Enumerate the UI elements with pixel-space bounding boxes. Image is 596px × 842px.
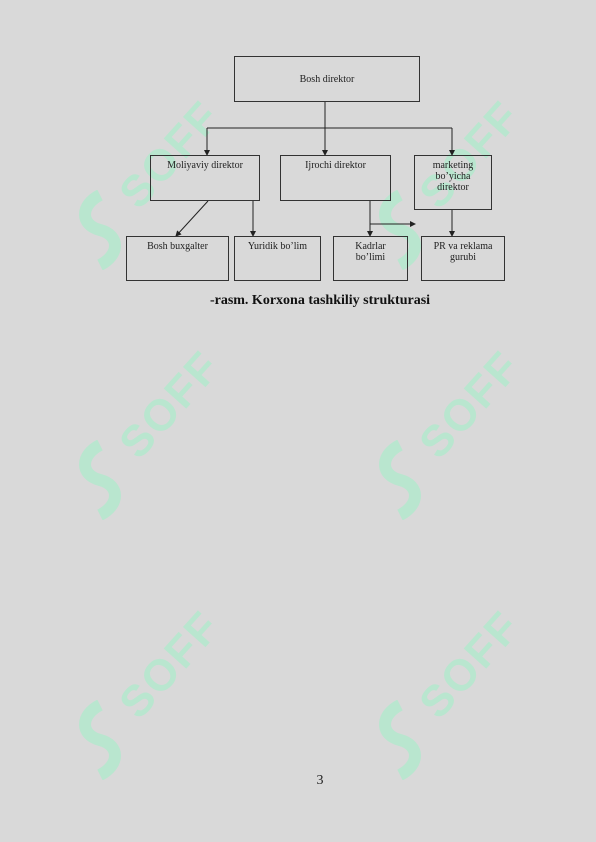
watermark-symbol-icon xyxy=(79,440,121,520)
box-bosh-buxgalter: Bosh buxgalter xyxy=(126,236,229,281)
watermark-logo: SOFF xyxy=(70,602,250,810)
box-label: Bosh buxgalter xyxy=(147,241,208,252)
box-label: Moliyaviy direktor xyxy=(167,160,243,171)
box-ijrochi-direktor: Ijrochi direktor xyxy=(280,155,391,201)
figure-caption: -rasm. Korxona tashkiliy strukturasi xyxy=(209,293,431,308)
box-pr-reklama: PR va reklama gurubi xyxy=(421,236,505,281)
box-label: PR va reklama gurubi xyxy=(433,241,493,263)
watermark-symbol-icon xyxy=(379,440,421,520)
box-label: Ijrochi direktor xyxy=(305,160,366,171)
box-marketing-direktor: marketing bo’yicha direktor xyxy=(414,155,492,210)
watermark-logo: SOFF xyxy=(70,342,250,550)
box-moliyaviy-direktor: Moliyaviy direktor xyxy=(150,155,260,201)
watermark-logo: SOFF xyxy=(370,342,550,550)
watermark-symbol-icon xyxy=(379,190,421,270)
watermark-logo: SOFF xyxy=(370,602,550,810)
watermark-symbol-icon xyxy=(379,700,421,780)
watermark-symbol-icon xyxy=(79,700,121,780)
box-label: Kadrlar bo’limi xyxy=(355,241,386,263)
box-bosh-direktor: Bosh direktor xyxy=(234,56,420,102)
box-kadrlar-bolimi: Kadrlar bo’limi xyxy=(333,236,408,281)
watermark-logo: SOFF xyxy=(70,92,250,300)
connector-arrow xyxy=(175,200,209,237)
box-yuridik-bolim: Yuridik bo’lim xyxy=(234,236,321,281)
watermark-symbol-icon xyxy=(79,190,121,270)
box-label: Yuridik bo’lim xyxy=(247,241,308,252)
box-label: marketing bo’yicha direktor xyxy=(432,160,474,193)
box-label: Bosh direktor xyxy=(299,74,355,85)
page-number: 3 xyxy=(316,773,324,788)
watermark-logo: SOFF xyxy=(370,92,550,300)
